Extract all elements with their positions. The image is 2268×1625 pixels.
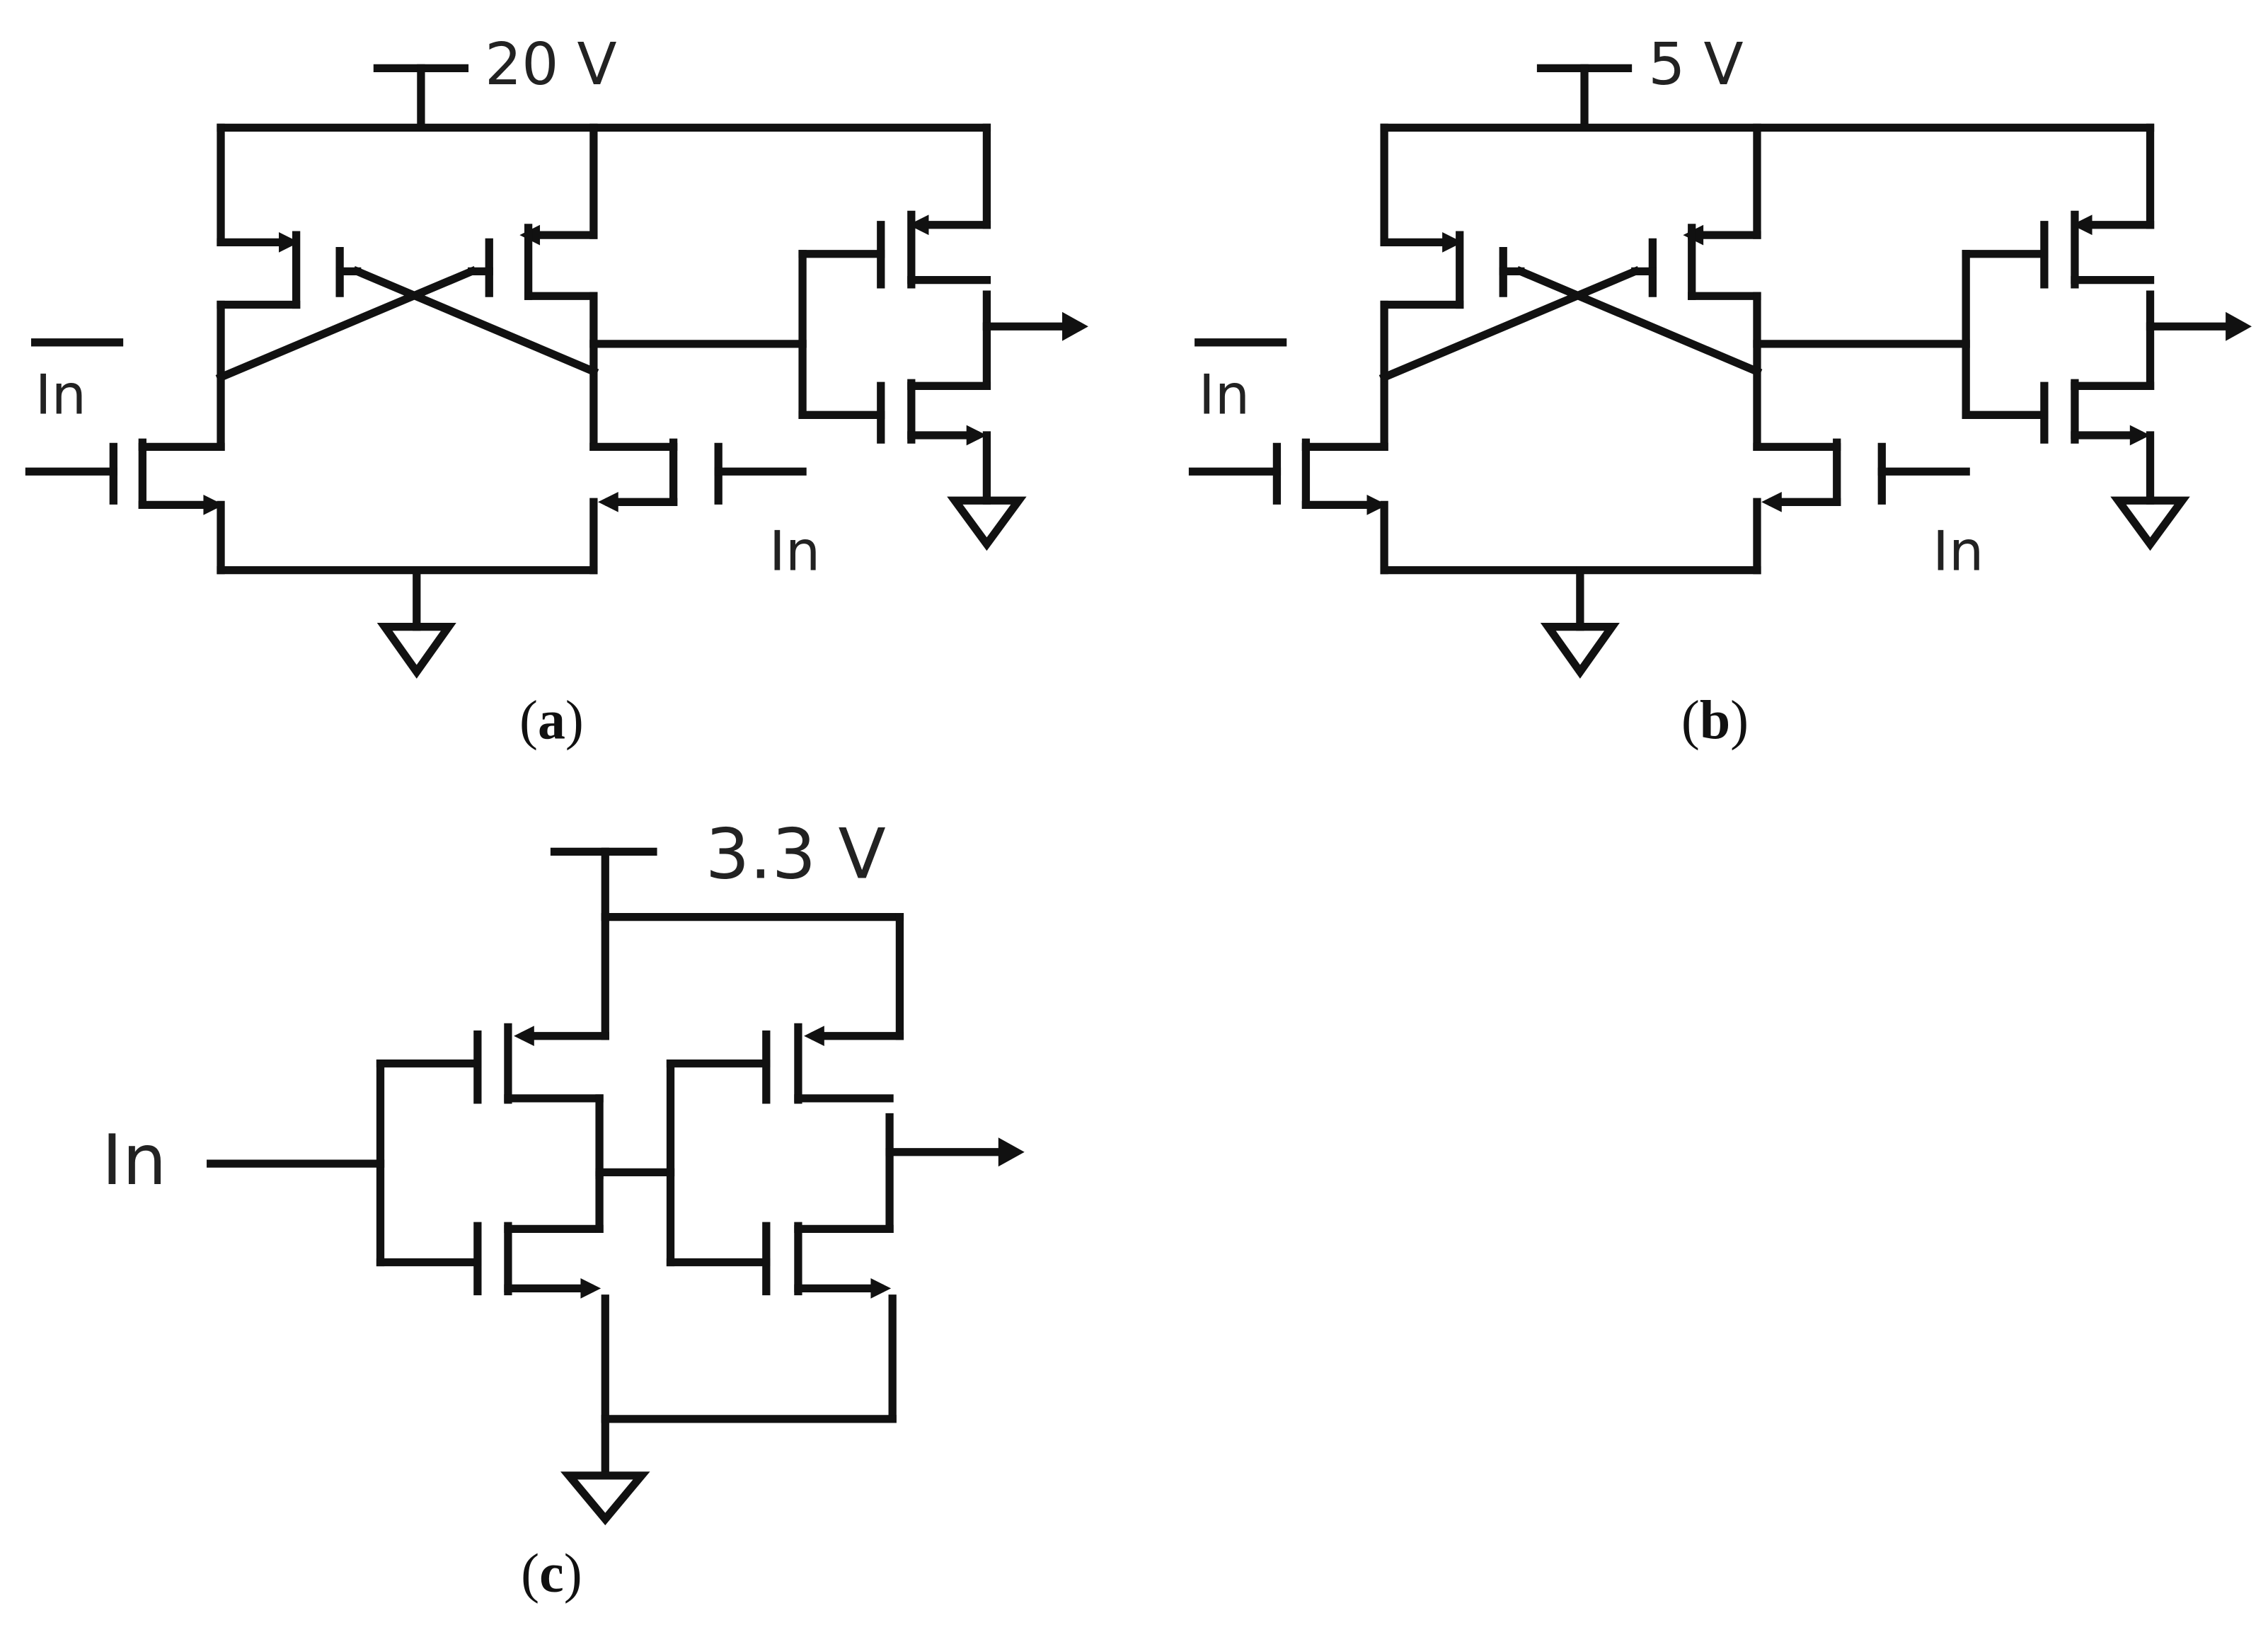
panel-b-input-label: In xyxy=(1933,520,1984,584)
panel-a-level-shifter: 20 V In In (a) xyxy=(29,31,1088,750)
panel-a-supply-label: 20 V xyxy=(485,31,617,98)
panel-a-input-bar-label: In xyxy=(35,363,86,427)
panel-b-caption: (b) xyxy=(1681,689,1749,750)
panel-c-buffer: 3.3 V In (c) xyxy=(102,814,1025,1604)
panel-a-input-label: In xyxy=(769,520,820,584)
panel-c-supply-label: 3.3 V xyxy=(706,814,886,895)
panel-c-caption: (c) xyxy=(521,1543,582,1604)
panel-b-supply-label: 5 V xyxy=(1648,31,1743,98)
panel-a-caption: (a) xyxy=(519,689,584,750)
panel-a-schematic xyxy=(29,68,1088,672)
panel-b-level-shifter: 5 V In In (b) xyxy=(1193,31,2252,750)
panel-b-input-bar-label: In xyxy=(1199,363,1250,427)
panel-c-schematic xyxy=(207,847,1025,1526)
panel-c-input-label: In xyxy=(102,1120,166,1201)
panel-b-schematic xyxy=(1193,68,2252,672)
